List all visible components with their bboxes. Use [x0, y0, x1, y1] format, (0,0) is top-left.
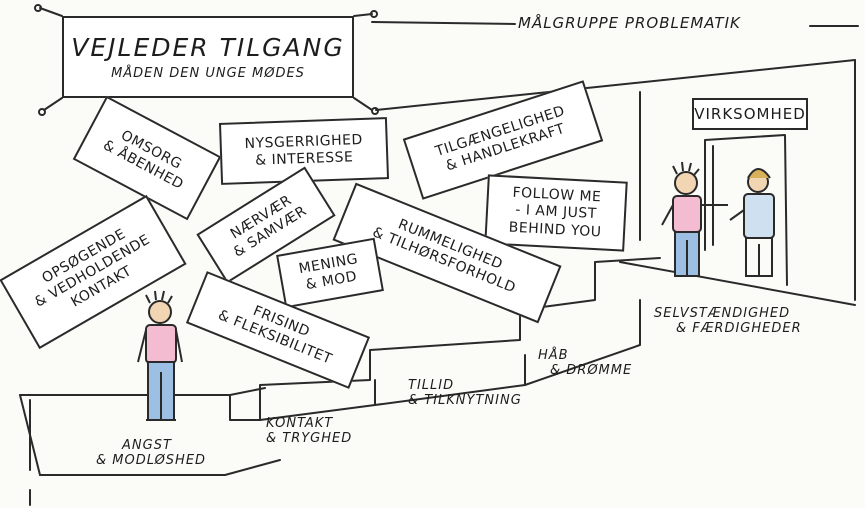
person-door-figure — [729, 168, 775, 277]
step-line: & TRYGHED — [266, 431, 353, 446]
person-top-figure — [661, 161, 728, 277]
step-hab: HÅB & DRØMME — [538, 348, 632, 378]
step-line: & DRØMME — [550, 363, 633, 378]
title-box: VEJLEDER TILGANG MÅDEN DEN UNGE MØDES — [62, 16, 354, 98]
step-selvstaendighed: SELVSTÆNDIGHED & FÆRDIGHEDER — [654, 306, 802, 336]
title-subtitle: MÅDEN DEN UNGE MØDES — [111, 66, 305, 81]
target-group-label: MÅLGRUPPE PROBLEMATIK — [518, 14, 741, 32]
card-follow-me: FOLLOW ME - I AM JUST BEHIND YOU — [484, 174, 628, 252]
title-main: VEJLEDER TILGANG — [71, 33, 345, 62]
step-line: ANGST — [122, 438, 172, 453]
step-line: HÅB — [538, 348, 569, 363]
step-line: KONTAKT — [266, 416, 334, 431]
step-kontakt: KONTAKT & TRYGHED — [266, 416, 352, 446]
step-line: & MODLØSHED — [96, 453, 207, 468]
step-line: TILLID — [408, 378, 455, 393]
card-line: BEHIND YOU — [508, 219, 602, 241]
step-line: & TILKNYTNING — [408, 393, 522, 408]
step-line: & FÆRDIGHEDER — [676, 321, 802, 336]
person-left-figure — [137, 290, 183, 421]
workplace-sign: VIRKSOMHED — [692, 98, 808, 130]
step-tillid: TILLID & TILKNYTNING — [408, 378, 522, 408]
step-angst: ANGST & MODLØSHED — [96, 438, 206, 468]
step-line: SELVSTÆNDIGHED — [654, 306, 791, 321]
